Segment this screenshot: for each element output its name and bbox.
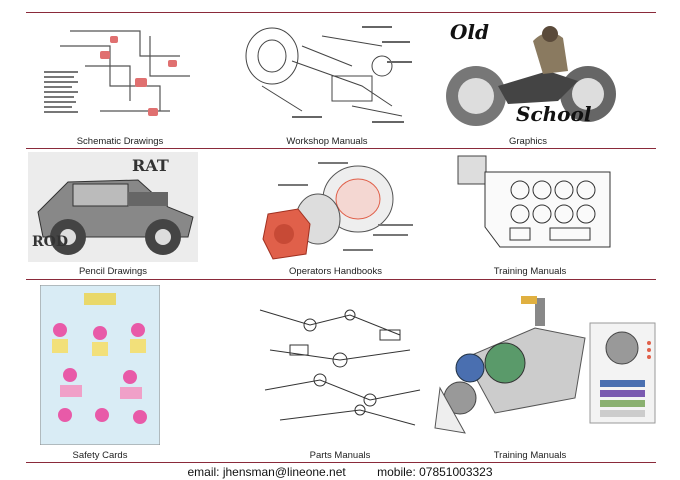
divider-row2: [26, 279, 656, 280]
graphic-art-text-old: Old: [450, 20, 490, 44]
old-school-graphic-image: Old School: [438, 16, 618, 131]
workshop-manual-image: [232, 16, 422, 131]
tile-caption-safety: Safety Cards: [72, 450, 128, 461]
parts-manual-image: [250, 290, 430, 435]
pencil-art-text-rod: ROD: [32, 234, 68, 250]
tile-caption-operators: Operators Handbooks: [289, 266, 382, 277]
schematic-drawing-image: [40, 16, 200, 131]
divider-top: [26, 12, 656, 13]
safety-card-image: [40, 285, 160, 445]
divider-row1: [26, 148, 656, 149]
tile-caption-training-2: Training Manuals: [493, 450, 567, 461]
contact-footer: email: jhensman@lineone.net mobile: 0785…: [0, 465, 680, 479]
tile-caption-training-1: Training Manuals: [493, 266, 567, 277]
pencil-art-text-rat: RAT: [132, 156, 169, 175]
tile-caption-parts: Parts Manuals: [309, 450, 371, 461]
tile-caption-graphics: Graphics: [508, 136, 547, 147]
pencil-drawing-image: RAT ROD: [28, 152, 198, 262]
graphic-art-text-school: School: [516, 102, 592, 126]
training-manual-gearbox-image: [425, 288, 665, 443]
divider-row3: [26, 462, 656, 463]
operators-handbook-image: [248, 154, 423, 264]
contact-email[interactable]: email: jhensman@lineone.net: [187, 465, 346, 479]
tile-caption-schematic: Schematic Drawings: [76, 136, 164, 147]
training-manual-cockpit-image: [440, 152, 620, 262]
tile-caption-workshop: Workshop Manuals: [286, 136, 368, 147]
contact-mobile: mobile: 07851003323: [377, 465, 493, 479]
tile-caption-pencil: Pencil Drawings: [78, 266, 148, 277]
